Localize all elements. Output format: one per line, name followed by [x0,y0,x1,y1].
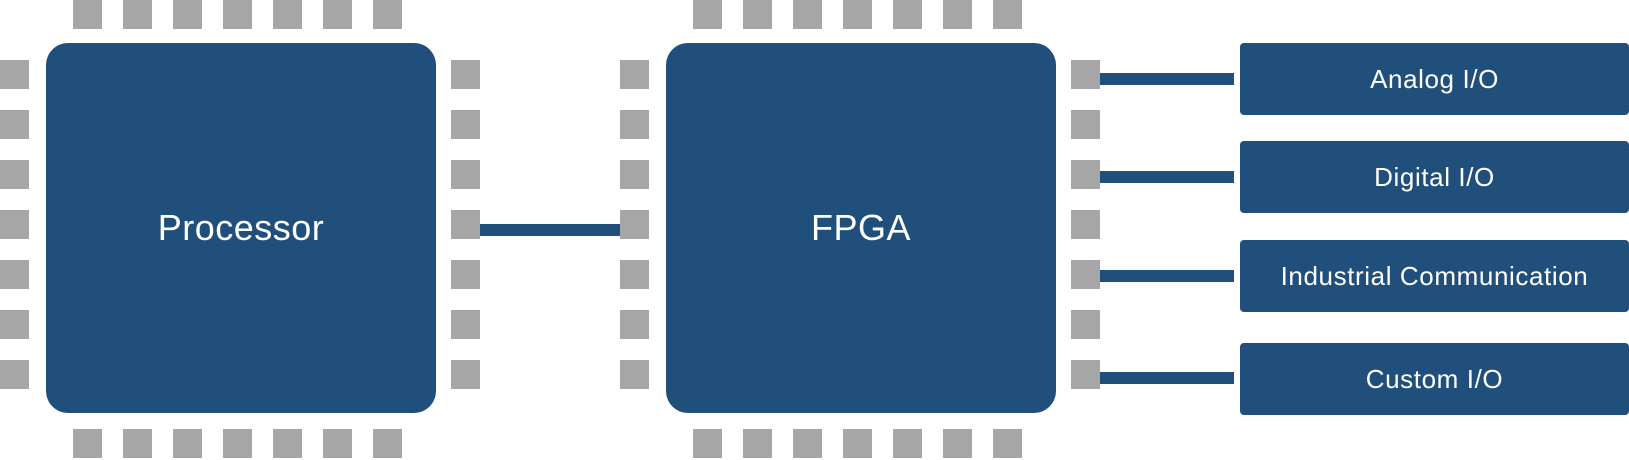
digital-io-label: Digital I/O [1374,161,1495,192]
processor-pin-top-7 [373,0,402,29]
processor-pin-bottom-1 [73,429,102,458]
analog-io-label: Analog I/O [1370,63,1499,94]
processor-pin-right-7 [451,360,480,389]
processor-pin-bottom-6 [323,429,352,458]
processor-pin-top-4 [223,0,252,29]
processor-pin-top-3 [173,0,202,29]
processor-pin-left-3 [0,160,29,189]
fpga-pin-right-2 [1071,110,1100,139]
processor-pin-left-6 [0,310,29,339]
fpga-pin-right-7 [1071,360,1100,389]
fpga-pin-left-1 [620,60,649,89]
fpga-pin-left-4 [620,210,649,239]
processor-pin-bottom-7 [373,429,402,458]
fpga-pin-bottom-7 [993,429,1022,458]
processor-pin-top-5 [273,0,302,29]
custom-io-label: Custom I/O [1365,363,1504,394]
processor-pin-bottom-4 [223,429,252,458]
fpga-pin-top-2 [743,0,772,29]
fpga-pin-bottom-3 [793,429,822,458]
fpga-pin-bottom-5 [893,429,922,458]
fpga-analog-io-bus [1100,73,1234,85]
processor-fpga-bus [480,224,620,236]
processor-label: Processor [157,207,325,248]
processor-pin-top-1 [73,0,102,29]
processor-pin-right-1 [451,60,480,89]
fpga-pin-left-7 [620,360,649,389]
fpga-pin-top-6 [943,0,972,29]
industrial-communication-block: Industrial Communication [1240,240,1629,312]
custom-io-block: Custom I/O [1240,343,1629,415]
fpga-custom-io-bus [1100,372,1234,384]
processor-chip-body: Processor [46,43,436,413]
fpga-pin-right-5 [1071,260,1100,289]
fpga-pin-top-3 [793,0,822,29]
fpga-industrial-comm-bus [1100,270,1234,282]
fpga-pin-top-4 [843,0,872,29]
fpga-pin-right-3 [1071,160,1100,189]
fpga-pin-left-3 [620,160,649,189]
fpga-pin-bottom-4 [843,429,872,458]
analog-io-block: Analog I/O [1240,43,1629,115]
industrial-communication-label: Industrial Communication [1280,260,1589,291]
fpga-label: FPGA [810,207,911,248]
fpga-pin-left-2 [620,110,649,139]
processor-pin-right-3 [451,160,480,189]
fpga-pin-top-1 [693,0,722,29]
fpga-chip: FPGA [620,0,1100,460]
fpga-pin-bottom-2 [743,429,772,458]
processor-pin-right-6 [451,310,480,339]
processor-pin-left-7 [0,360,29,389]
fpga-pin-bottom-6 [943,429,972,458]
fpga-pin-top-5 [893,0,922,29]
processor-pin-bottom-3 [173,429,202,458]
fpga-pin-top-7 [993,0,1022,29]
processor-pin-bottom-2 [123,429,152,458]
processor-pin-left-1 [0,60,29,89]
processor-pin-left-5 [0,260,29,289]
fpga-pin-left-6 [620,310,649,339]
processor-pin-right-2 [451,110,480,139]
fpga-pin-right-1 [1071,60,1100,89]
fpga-pin-right-6 [1071,310,1100,339]
processor-pin-top-6 [323,0,352,29]
processor-pin-right-5 [451,260,480,289]
fpga-digital-io-bus [1100,171,1234,183]
fpga-pin-bottom-1 [693,429,722,458]
fpga-pin-left-5 [620,260,649,289]
processor-pin-top-2 [123,0,152,29]
fpga-chip-body: FPGA [666,43,1056,413]
fpga-pin-right-4 [1071,210,1100,239]
processor-pin-left-2 [0,110,29,139]
processor-pin-right-4 [451,210,480,239]
processor-pin-left-4 [0,210,29,239]
processor-pin-bottom-5 [273,429,302,458]
processor-chip: Processor [0,0,480,460]
digital-io-block: Digital I/O [1240,141,1629,213]
